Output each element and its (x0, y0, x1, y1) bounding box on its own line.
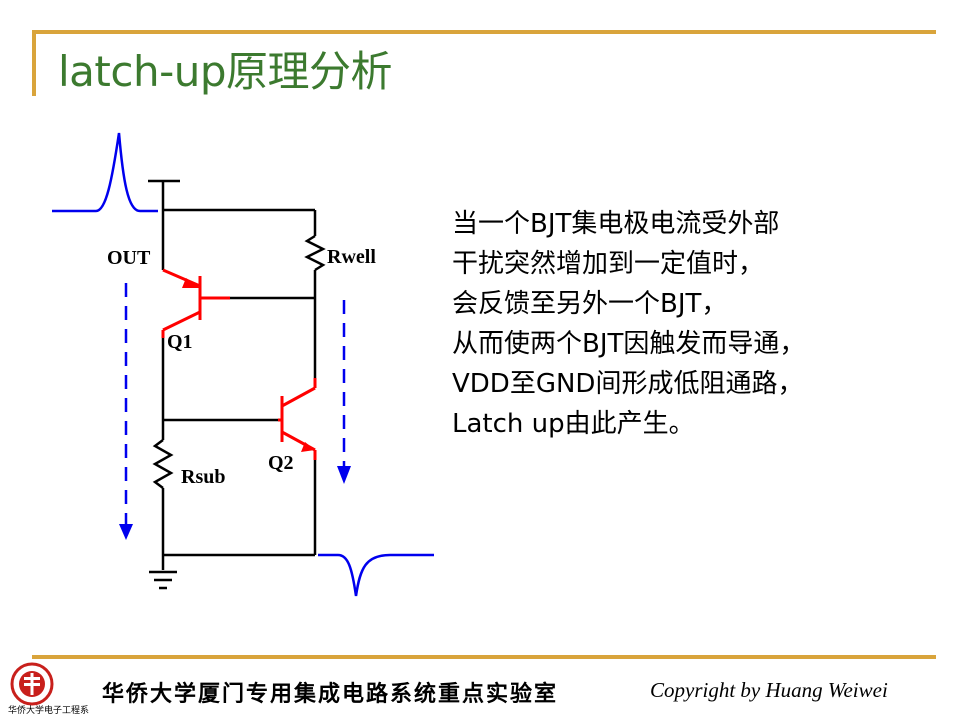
q1-emitter-arrow-icon (182, 278, 200, 288)
ground-dip-waveform (318, 553, 434, 597)
header-side-rule (32, 30, 36, 96)
q1-transistor (161, 268, 230, 338)
label-q2: Q2 (268, 452, 294, 474)
description-line: VDD至GND间形成低阻通路， (452, 369, 804, 399)
footer-rule (32, 655, 936, 659)
current-paths (124, 283, 346, 528)
current-arrow-right-icon (337, 466, 351, 484)
university-logo (10, 662, 54, 706)
description-text: 当一个BJT集电极电流受外部 干扰突然增加到一定值时， 会反馈至另外一个BJT，… (452, 204, 805, 444)
q2-transistor (278, 378, 317, 460)
input-spike-waveform (52, 132, 158, 213)
footer-copyright: Copyright by Huang Weiwei (650, 678, 888, 702)
header-rule (32, 30, 936, 34)
logo-caption: 华侨大学电子工程系 (8, 706, 90, 716)
description-line: 会反馈至另外一个BJT， (452, 289, 728, 319)
description-line: Latch up由此产生。 (452, 409, 695, 439)
description-line: 干扰突然增加到一定值时， (452, 249, 765, 279)
label-out: OUT (107, 247, 151, 269)
current-arrow-left-icon (119, 524, 133, 540)
circuit-wiring (148, 179, 326, 590)
rsub-resistor (152, 439, 174, 489)
footer-lab-name: 华侨大学厦门专用集成电路系统重点实验室 (102, 681, 559, 707)
label-rsub: Rsub (181, 466, 225, 488)
label-q1: Q1 (167, 331, 193, 353)
description-line: 从而使两个BJT因触发而导通， (452, 329, 806, 359)
rwell-resistor (304, 234, 326, 272)
q2-emitter-arrow-icon (301, 442, 315, 452)
description-line: 当一个BJT集电极电流受外部 (452, 209, 780, 239)
slide-title: latch-up原理分析 (58, 47, 393, 96)
label-rwell: Rwell (327, 246, 376, 268)
